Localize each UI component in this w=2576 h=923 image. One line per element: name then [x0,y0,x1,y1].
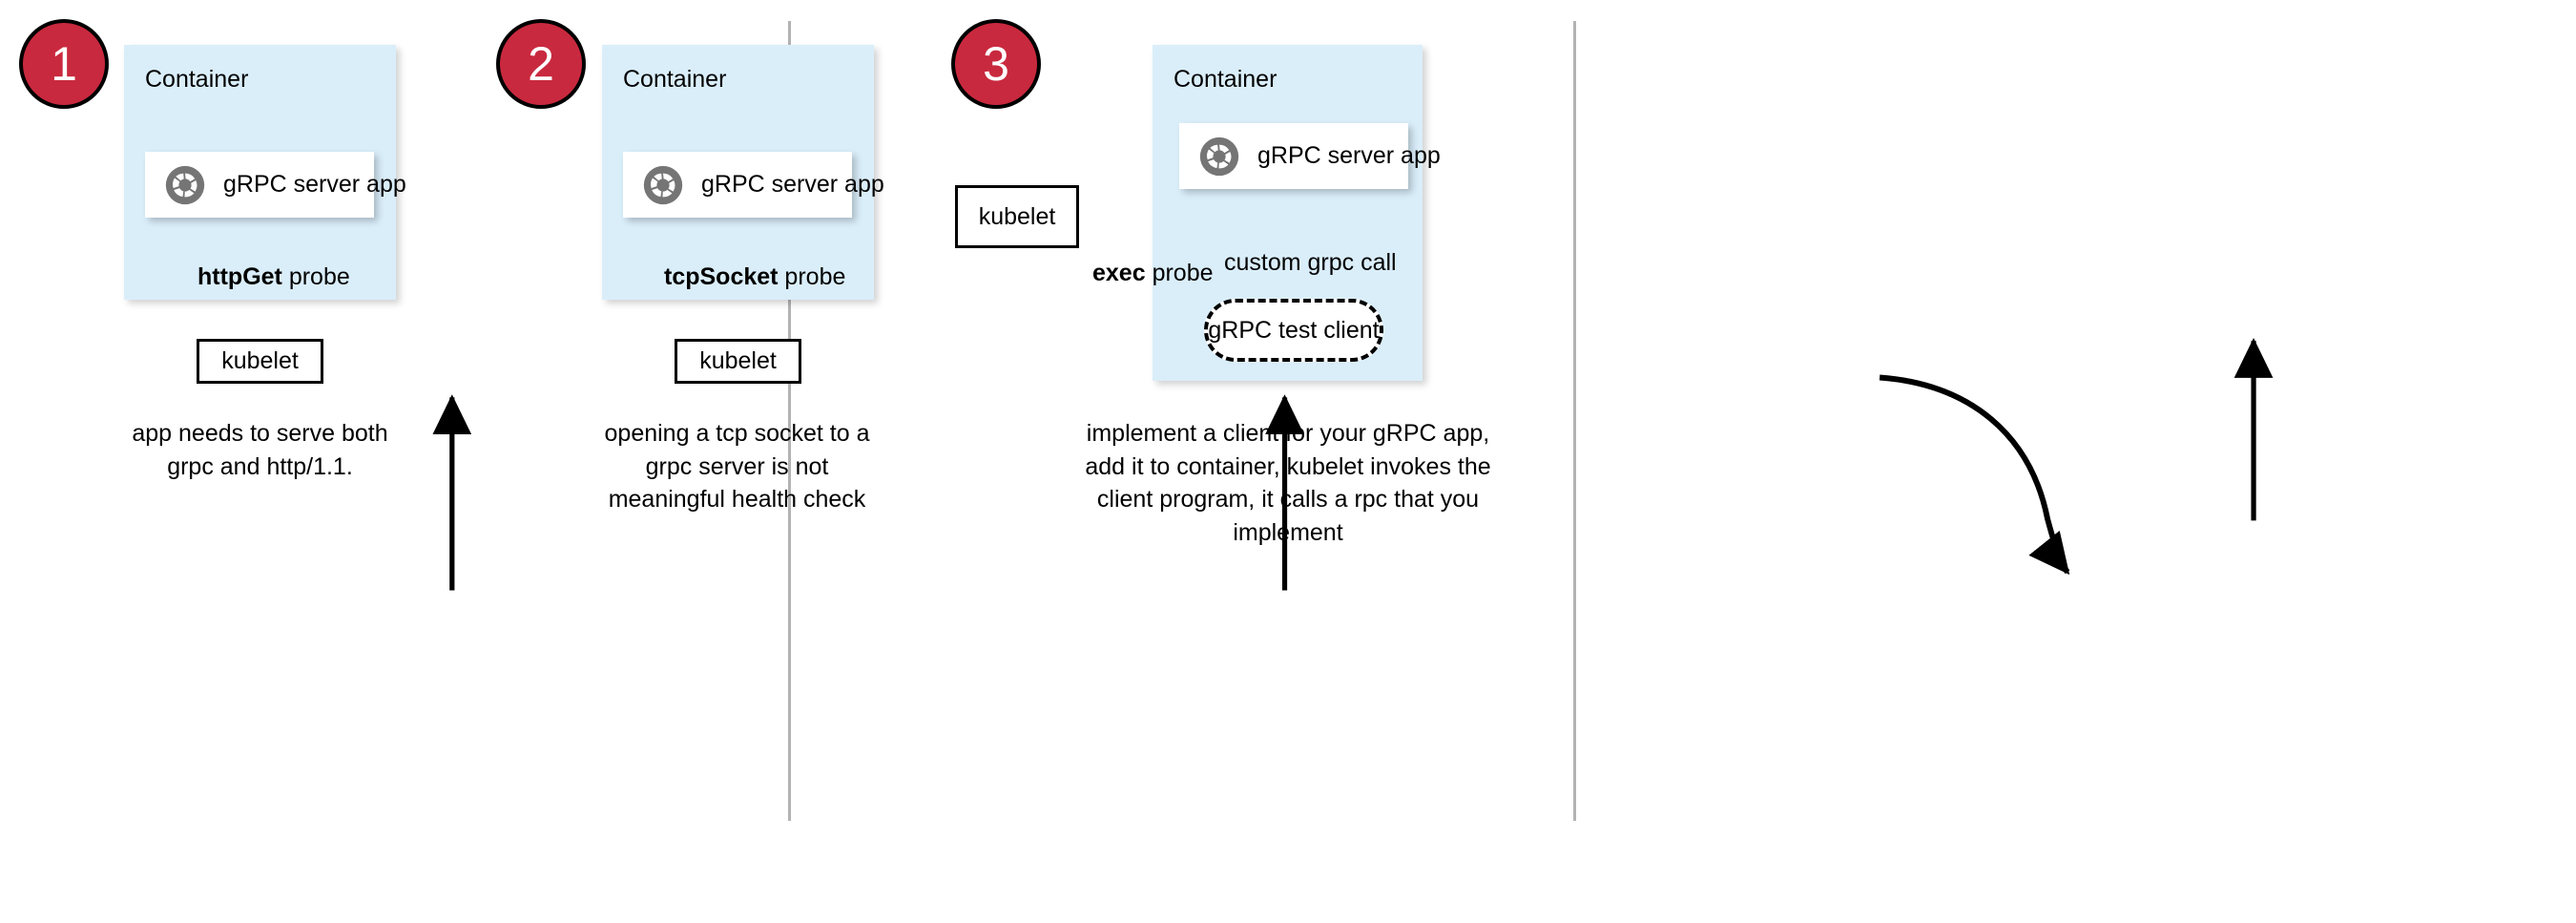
exec-probe-edge-label-rest: probe [1145,260,1214,286]
container-label-2: Container [623,66,727,93]
panel-caption-3: implement a client for your gRPC app, ad… [1085,420,1491,546]
grpc-test-client-node: gRPC test client [1204,299,1383,362]
grpc-server-app-card-3: gRPC server app [1179,123,1441,189]
custom-grpc-call-label: custom grpc call [1224,249,1397,276]
grpc-server-app-card-2: gRPC server app [623,152,884,218]
kubelet-box-2: kubelet [675,339,801,384]
container-label-3: Container [1174,66,1278,93]
kubelet-box-3: kubelet [955,185,1079,248]
exec-probe-edge-label: exec probe [1092,260,1214,287]
step-badge-2: 2 [496,19,586,109]
probe-edge-label-bold-2: tcpSocket [664,263,779,290]
container-label-1: Container [145,66,249,93]
grpc-server-app-label-1: gRPC server app [223,171,406,198]
step-badge-number-3: 3 [983,37,1009,91]
probe-edge-label-rest-1: probe [281,263,350,290]
step-badge-number-1: 1 [51,37,77,91]
panel-divider-2 [1573,21,1576,821]
aperture-icon [1199,136,1239,176]
kubelet-box-1: kubelet [197,339,323,384]
kubelet-label-3: kubelet [978,202,1056,230]
probe-edge-label-rest-2: probe [778,263,846,290]
panel-caption-1: app needs to serve both grpc and http/1.… [132,420,388,480]
grpc-test-client-label: gRPC test client [1208,316,1380,344]
probe-edge-label-1: httpGet probe [197,263,350,291]
panel-divider-1 [788,21,791,821]
exec-probe-curved-arrow [1879,374,2070,576]
grpc-server-app-label-2: gRPC server app [701,171,884,198]
grpc-server-app-label-3: gRPC server app [1257,142,1441,169]
kubelet-label-1: kubelet [221,347,299,374]
step-badge-1: 1 [19,19,109,109]
panel-caption-2: opening a tcp socket to a grpc server is… [604,420,870,513]
probe-edge-label-bold-1: httpGet [197,263,282,290]
probe-edge-label-2: tcpSocket probe [664,263,845,291]
grpc-server-app-card-1: gRPC server app [145,152,406,218]
step-badge-number-2: 2 [528,37,554,91]
aperture-icon [165,165,205,204]
kubelet-label-2: kubelet [699,347,777,374]
aperture-icon [643,165,683,204]
exec-probe-edge-label-bold: exec [1092,260,1146,286]
step-badge-3: 3 [951,19,1041,109]
